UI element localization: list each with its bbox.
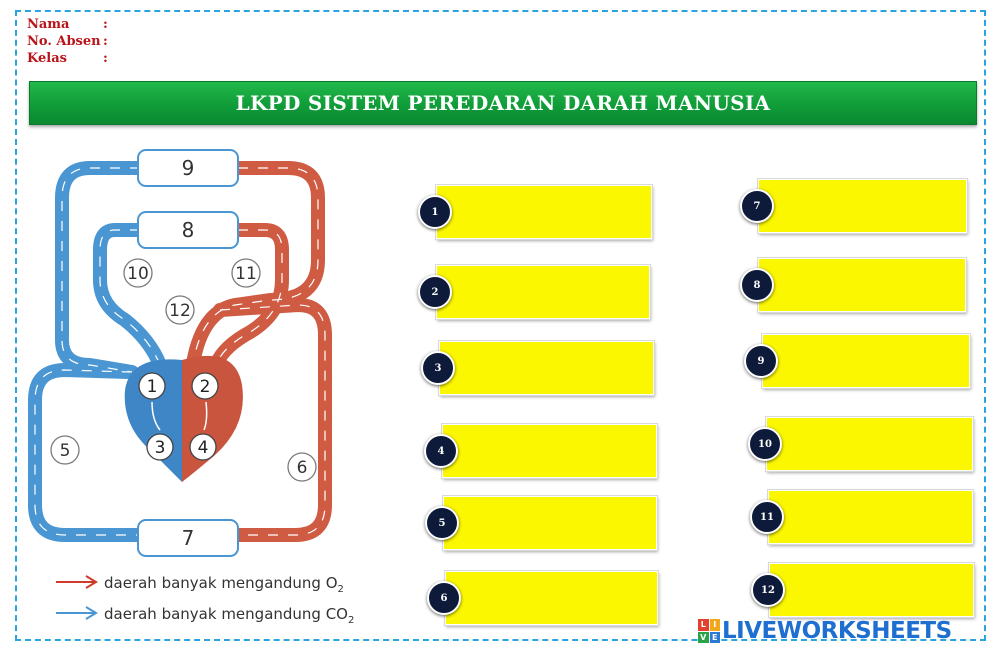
- answer-box-6[interactable]: [445, 571, 658, 625]
- name-field: Nama :: [27, 16, 108, 33]
- liveworksheets-logo: L I V E LIVEWORKSHEETS: [698, 618, 952, 644]
- answer-item: 1: [418, 183, 652, 239]
- answer-box-7[interactable]: [758, 179, 967, 233]
- answer-number-4: 4: [424, 434, 458, 468]
- page-title: LKPD SISTEM PEREDARAN DARAH MANUSIA: [236, 91, 771, 115]
- legend-oxygen: daerah banyak mengandung O2: [104, 574, 344, 595]
- answer-item: 6: [427, 569, 658, 625]
- answer-box-3[interactable]: [439, 341, 654, 395]
- label-12: 12: [169, 301, 191, 321]
- brand-name: LIVEWORKSHEETS: [722, 618, 952, 644]
- circulation-diagram: 9 8 7 10 11 12 5 6 1 2 3 4 daerah banyak…: [20, 140, 410, 635]
- label-5: 5: [60, 441, 71, 461]
- answer-item: 4: [424, 422, 657, 478]
- answer-item: 8: [740, 256, 966, 312]
- live-icon: L I V E: [698, 619, 720, 643]
- answer-number-3: 3: [421, 351, 455, 385]
- answer-box-11[interactable]: [768, 490, 973, 544]
- answer-box-8[interactable]: [758, 258, 966, 312]
- title-banner: LKPD SISTEM PEREDARAN DARAH MANUSIA: [29, 81, 977, 125]
- label-8: 8: [182, 218, 195, 242]
- answer-item: 3: [421, 339, 654, 395]
- answer-box-12[interactable]: [769, 563, 974, 617]
- answer-item: 5: [425, 494, 657, 550]
- answer-item: 9: [744, 332, 970, 388]
- label-3: 3: [155, 438, 166, 458]
- answer-number-7: 7: [740, 189, 774, 223]
- answer-item: 11: [750, 488, 973, 544]
- legend: daerah banyak mengandung O2 daerah banya…: [56, 574, 354, 626]
- answer-number-11: 11: [750, 500, 784, 534]
- answer-number-2: 2: [418, 275, 452, 309]
- answer-box-9[interactable]: [762, 334, 970, 388]
- answer-number-12: 12: [751, 573, 785, 607]
- answer-number-8: 8: [740, 268, 774, 302]
- answer-box-1[interactable]: [436, 185, 652, 239]
- label-9: 9: [182, 156, 195, 180]
- answer-box-2[interactable]: [436, 265, 650, 319]
- answer-item: 7: [740, 177, 967, 233]
- label-6: 6: [297, 458, 308, 478]
- student-info: Nama : No. Absen : Kelas :: [27, 16, 108, 67]
- answer-number-9: 9: [744, 344, 778, 378]
- kelas-field: Kelas :: [27, 50, 108, 67]
- label-4: 4: [198, 438, 209, 458]
- answer-item: 12: [751, 561, 974, 617]
- label-7: 7: [182, 526, 195, 550]
- answer-box-5[interactable]: [443, 496, 657, 550]
- answer-number-5: 5: [425, 506, 459, 540]
- answer-number-10: 10: [748, 427, 782, 461]
- label-1: 1: [147, 377, 158, 397]
- absen-field: No. Absen :: [27, 33, 108, 50]
- label-11: 11: [235, 264, 257, 284]
- answer-item: 2: [418, 263, 650, 319]
- answer-number-6: 6: [427, 581, 461, 615]
- label-2: 2: [200, 377, 211, 397]
- legend-co2: daerah banyak mengandung CO2: [104, 605, 354, 626]
- answer-box-4[interactable]: [442, 424, 657, 478]
- answer-box-10[interactable]: [766, 417, 973, 471]
- answer-number-1: 1: [418, 195, 452, 229]
- answer-item: 10: [748, 415, 973, 471]
- label-10: 10: [127, 264, 149, 284]
